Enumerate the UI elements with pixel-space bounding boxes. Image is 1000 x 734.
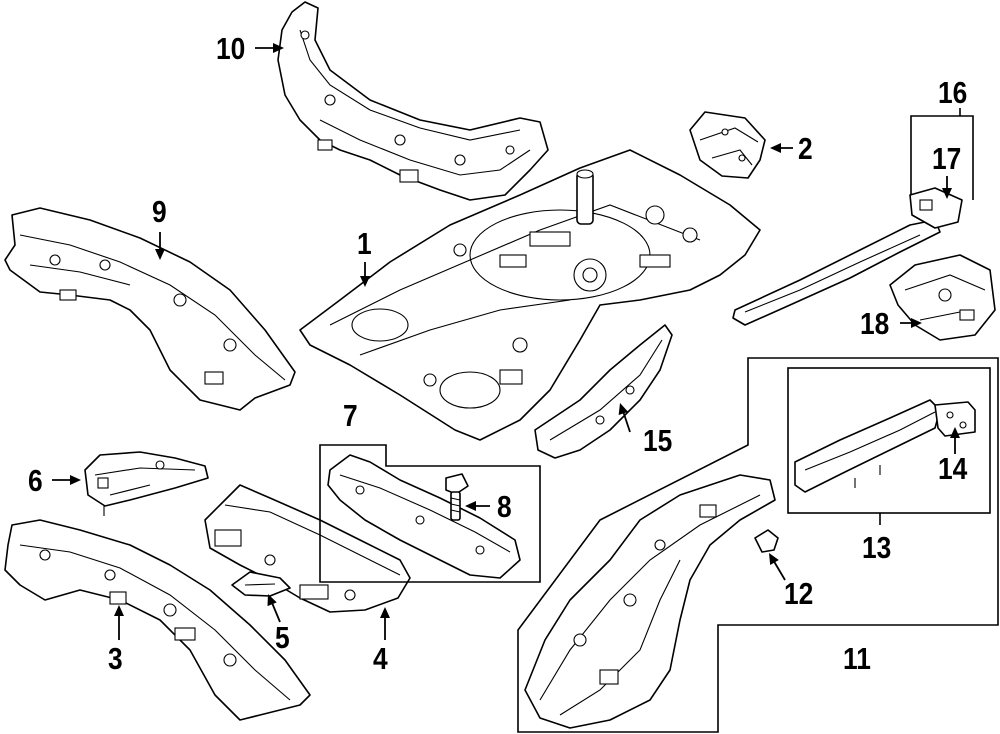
callout-5: 5	[275, 620, 290, 655]
callout-11: 11	[843, 641, 871, 676]
callout-3: 3	[108, 641, 123, 676]
part-4-rear-crossmember	[204, 484, 411, 613]
part-7-group	[319, 444, 541, 583]
part-15-panel	[534, 324, 673, 459]
part-12-clip	[754, 529, 779, 553]
callout-13: 13	[862, 530, 892, 565]
part-6-bracket	[84, 451, 209, 516]
callout-8: 8	[497, 489, 512, 524]
callout-6: 6	[28, 463, 43, 498]
leader-lines	[52, 43, 960, 640]
callout-17: 17	[932, 141, 962, 176]
part-8-bolt	[445, 473, 469, 521]
part-18-bracket	[889, 254, 996, 341]
callout-2: 2	[798, 131, 813, 166]
part-2-bracket	[689, 111, 766, 179]
callout-14: 14	[938, 451, 968, 486]
callout-10: 10	[216, 31, 246, 66]
callout-18: 18	[860, 306, 890, 341]
part-5-plate	[231, 571, 291, 597]
part-1-floor-pan	[299, 149, 761, 441]
callout-7: 7	[343, 398, 358, 433]
part-9-side-rail-left	[4, 207, 296, 411]
callout-15: 15	[643, 423, 673, 458]
callout-9: 9	[152, 194, 167, 229]
part-10-upper-crossmember	[277, 1, 549, 201]
callout-1: 1	[357, 226, 372, 261]
part-13-group	[787, 367, 991, 514]
callout-12: 12	[784, 576, 814, 611]
part-3-lower-rail-left	[4, 519, 311, 721]
part-16-group	[732, 108, 974, 326]
callout-4: 4	[373, 641, 388, 676]
part-11-group	[517, 357, 999, 733]
callout-16: 16	[938, 75, 968, 110]
